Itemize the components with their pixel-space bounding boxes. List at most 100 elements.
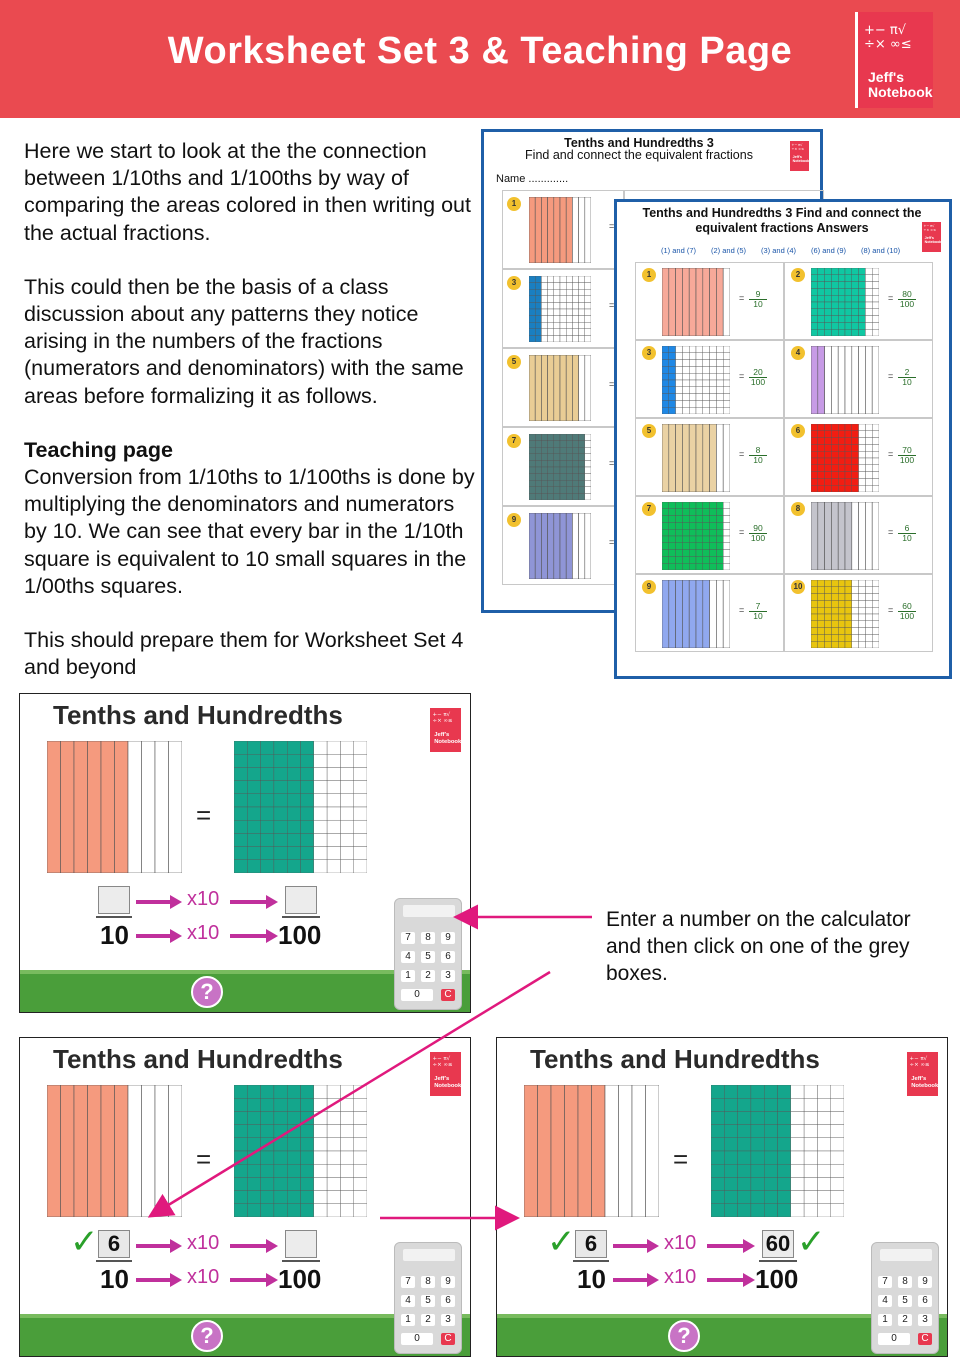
equals-sign: = (739, 293, 745, 303)
title-banner: Worksheet Set 3 & Teaching Page (0, 0, 960, 118)
calculator-key-2[interactable]: 2 (421, 1314, 435, 1326)
calculator-key-1[interactable]: 1 (401, 1314, 415, 1326)
fraction-grid (662, 424, 730, 492)
arrow-right-icon (230, 895, 278, 909)
fraction-numerator: 8 (755, 445, 761, 455)
item-number-badge: 5 (642, 424, 656, 438)
item-number-badge: 3 (507, 276, 521, 290)
equals-sign: = (888, 449, 894, 459)
equals-sign: = (739, 527, 745, 537)
fraction-numerator: 60 (902, 601, 912, 611)
fraction-grid (529, 276, 591, 342)
fraction-bar (282, 1260, 320, 1262)
calculator-key-7[interactable]: 7 (878, 1276, 892, 1288)
item-number-badge: 7 (507, 434, 521, 448)
fraction-grid (811, 502, 879, 570)
numerator-box-left[interactable]: 6 (98, 1230, 130, 1258)
calculator-key-4[interactable]: 4 (401, 951, 415, 963)
equals-sign: = (888, 527, 894, 537)
worksheet-name-label: Name ............. (496, 173, 569, 185)
calculator-key-6[interactable]: 6 (918, 1295, 932, 1307)
calculator-clear-key[interactable]: C (441, 989, 455, 1001)
numerator-box-right[interactable] (285, 886, 317, 914)
ground-highlight (497, 1314, 947, 1318)
item-number-badge: 9 (642, 580, 656, 594)
arrow-right-icon (230, 1273, 278, 1287)
help-button[interactable]: ? (668, 1320, 700, 1352)
calculator-clear-key[interactable]: C (918, 1333, 932, 1345)
calculator-key-3[interactable]: 3 (441, 1314, 455, 1326)
calculator-key-8[interactable]: 8 (421, 932, 435, 944)
calculator-display (403, 1249, 455, 1261)
equals-sign: = (609, 221, 615, 231)
calculator-key-3[interactable]: 3 (441, 970, 455, 982)
calculator-key-5[interactable]: 5 (421, 1295, 435, 1307)
calculator-key-9[interactable]: 9 (441, 932, 455, 944)
calculator-key-4[interactable]: 4 (401, 1295, 415, 1307)
numerator-box-right[interactable] (285, 1230, 317, 1258)
item-number-badge: 10 (791, 580, 805, 594)
fraction-bar (96, 1260, 132, 1262)
fraction-grid (662, 580, 730, 648)
equals-sign: = (739, 449, 745, 459)
numerator-box-left[interactable]: 6 (575, 1230, 607, 1258)
calculator-key-1[interactable]: 1 (401, 970, 415, 982)
numerator-box-right[interactable]: 60 (762, 1230, 794, 1258)
worksheet-row: 7= (502, 427, 624, 506)
calculator-key-8[interactable]: 8 (898, 1276, 912, 1288)
calculator-key-4[interactable]: 4 (878, 1295, 892, 1307)
calculator-key-9[interactable]: 9 (441, 1276, 455, 1288)
calculator-key-6[interactable]: 6 (441, 1295, 455, 1307)
check-mark-icon: ✓ (797, 1222, 826, 1262)
equals-sign: = (196, 1144, 212, 1174)
calculator-key-7[interactable]: 7 (401, 1276, 415, 1288)
hundredths-grid (711, 1085, 844, 1217)
fraction-denominator: 100 (898, 299, 916, 309)
panel-title: Tenths and Hundredths (53, 1044, 343, 1074)
calculator-key-3[interactable]: 3 (918, 1314, 932, 1326)
check-mark-icon: ✓ (547, 1222, 576, 1262)
arrow-right-icon (613, 1239, 659, 1253)
arrow-right-icon (136, 1273, 182, 1287)
calculator-key-1[interactable]: 1 (878, 1314, 892, 1326)
equals-sign: = (609, 379, 615, 389)
calculator-key-0[interactable]: 0 (401, 989, 433, 1001)
denominator-right: 100 (278, 920, 322, 950)
fraction-grid (529, 434, 591, 500)
fraction-grid (811, 346, 879, 414)
calculator-key-2[interactable]: 2 (421, 970, 435, 982)
arrow-right-icon (136, 895, 182, 909)
fraction-denominator: 100 (749, 377, 767, 387)
numerator-box-left[interactable] (98, 886, 130, 914)
calculator-key-6[interactable]: 6 (441, 951, 455, 963)
calculator-key-2[interactable]: 2 (898, 1314, 912, 1326)
calculator-key-0[interactable]: 0 (401, 1333, 433, 1345)
equals-sign: = (888, 605, 894, 615)
fraction-grid (529, 355, 591, 421)
fraction-numerator: 20 (753, 367, 763, 377)
calculator-clear-key[interactable]: C (441, 1333, 455, 1345)
math-symbols-icon: +− π√÷× ∞≤ (791, 143, 804, 151)
calculator-key-0[interactable]: 0 (878, 1333, 910, 1345)
calculator-key-7[interactable]: 7 (401, 932, 415, 944)
calculator-key-5[interactable]: 5 (421, 951, 435, 963)
calculator-key-9[interactable]: 9 (918, 1276, 932, 1288)
multiply-label-bottom: x10 (187, 922, 220, 944)
calculator-key-5[interactable]: 5 (898, 1295, 912, 1307)
math-symbols-icon: +− π√÷× ∞≤ (864, 23, 912, 52)
item-number-badge: 1 (642, 268, 656, 282)
equals-sign: = (609, 537, 615, 547)
fraction-grid (662, 346, 730, 414)
calculator-key-8[interactable]: 8 (421, 1276, 435, 1288)
help-button[interactable]: ? (191, 976, 223, 1008)
help-button[interactable]: ? (191, 1320, 223, 1352)
equals-sign: = (673, 1144, 689, 1174)
